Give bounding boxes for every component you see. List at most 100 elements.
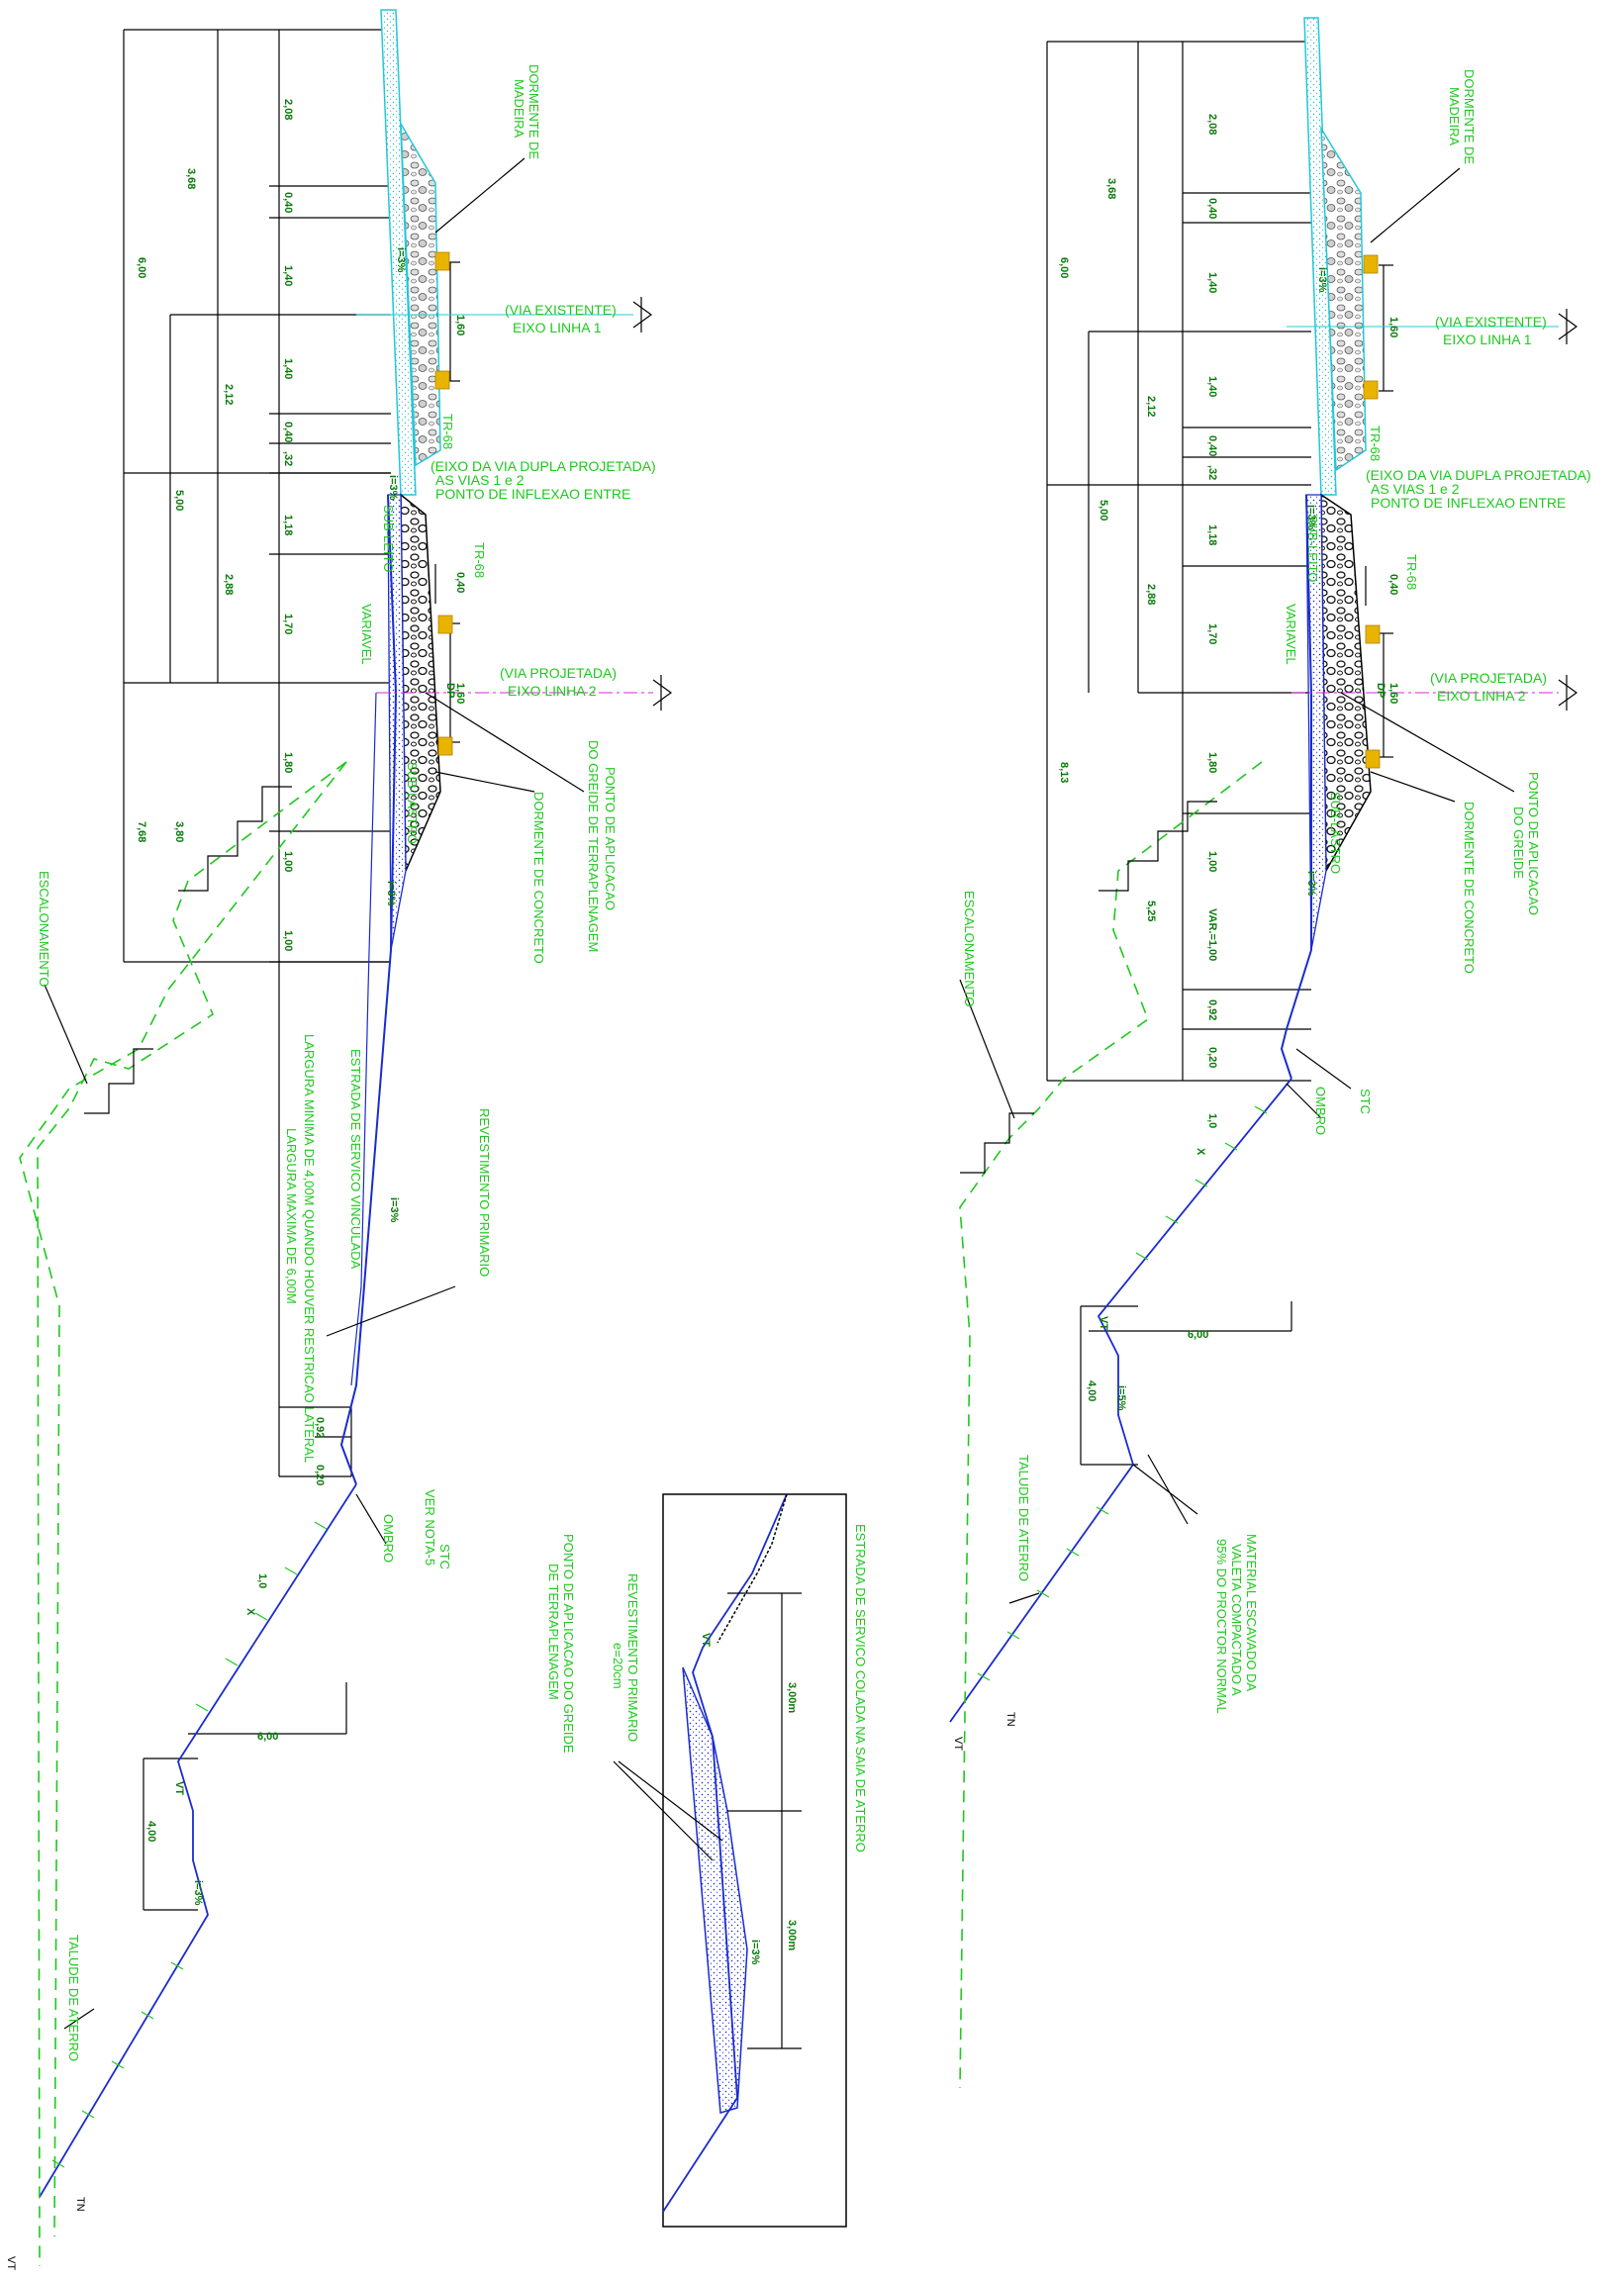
detail-ponto-1: PONTO DE APLICACAO DO GREIDE [561, 1534, 576, 1754]
left-rails [434, 251, 453, 756]
left-slope-1: i=3% [395, 247, 407, 273]
dim-right-6-00b: 6,00 [1188, 1329, 1208, 1341]
detail-box: ESTRADA DE SERVICO COLADA NA SAIA DE ATE… [546, 1493, 868, 2228]
left-escalonamento: ESCALONAMENTO [37, 871, 51, 988]
right-vias-1-2: AS VIAS 1 e 2 [1371, 481, 1460, 497]
left-slope-2: i=3% [387, 475, 399, 501]
left-ponto-aplic-1: PONTO DE APLICACAO [603, 767, 618, 910]
right-new-ballast [1280, 493, 1559, 1080]
left-axis-markers [632, 297, 673, 711]
left-vias-1-2: AS VIAS 1 e 2 [435, 472, 525, 488]
right-cross-section: 6,00 3,68 2,08 0,40 1,40 1,40 0,40 ,32 2… [949, 17, 1591, 2089]
left-taper-x: X [244, 1608, 256, 1616]
dim-right-2-88: 2,88 [1145, 584, 1157, 605]
dim-left-6-00b: 6,00 [257, 1731, 278, 1743]
dim-right-1-70: 1,70 [1206, 623, 1218, 644]
right-slope-2: i=3% [1305, 505, 1317, 530]
left-variavel: VARIAVEL [359, 604, 374, 665]
right-taper: 1,0 [1206, 1113, 1218, 1128]
right-tr68-a: TR-68 [1368, 426, 1383, 461]
right-leaders [959, 167, 1515, 1604]
dim-left-1-18: 1,18 [282, 515, 294, 535]
dim-left-0-20: 0,20 [314, 1465, 326, 1485]
dim-right-0-32: ,32 [1206, 465, 1218, 480]
right-via-projetada: (VIA PROJETADA) [1430, 670, 1547, 686]
dim-right-1-40a: 1,40 [1206, 272, 1218, 293]
left-dormente-madeira-1: DORMENTE DE [526, 64, 541, 159]
left-stc: STC [437, 1544, 452, 1569]
right-dormente-madeira-1: DORMENTE DE [1462, 69, 1477, 164]
left-vt2: VT [5, 2256, 17, 2270]
left-estrada: ESTRADA DE SERVICO VINCULADA [348, 1049, 363, 1270]
right-ponto-aplic-1: PONTO DE APLICACAO [1526, 772, 1541, 915]
left-ponto-inflexao: PONTO DE INFLEXAO ENTRE [435, 486, 630, 502]
left-taper: 1,0 [256, 1573, 268, 1588]
left-dormente-concreto: DORMENTE DE CONCRETO [531, 792, 546, 964]
right-vt2: VT [952, 1737, 964, 1751]
dim-left-4-00: 4,00 [145, 1821, 157, 1842]
left-sub-lastro: SUB-LASTRO [405, 762, 420, 844]
dim-right-0-40a: 0,40 [1206, 198, 1218, 219]
dim-left-1-40a: 1,40 [282, 265, 294, 286]
right-ponto-inflexao: PONTO DE INFLEXAO ENTRE [1371, 495, 1566, 511]
left-existing-embankment [356, 9, 633, 496]
dim-right-var: VAR.=1,00 [1206, 908, 1218, 961]
left-talude: TALUDE DE ATERRO [66, 1935, 81, 2061]
dim-right-4-00: 4,00 [1086, 1380, 1098, 1401]
detail-title: ESTRADA DE SERVICO COLADA NA SAIA DE ATE… [853, 1524, 868, 1852]
detail-slope: i=3% [749, 1940, 761, 1965]
right-existing-embankment [1287, 17, 1559, 496]
left-slope-4: i=3% [388, 1197, 400, 1223]
dim-left-1-60a: 1,60 [454, 315, 466, 335]
dim-left-3-68: 3,68 [185, 168, 197, 189]
detail-revest-2: e=20cm [611, 1643, 625, 1689]
dim-left-0-92: 0,92 [314, 1417, 326, 1438]
dim-right-1-60b: 1,60 [1387, 683, 1399, 704]
dim-right-2-08: 2,08 [1206, 114, 1218, 135]
dim-left-2-88: 2,88 [223, 574, 235, 595]
dim-left-0-40c: 0,40 [454, 572, 466, 593]
left-sub-leito: SUB-LEITO [381, 505, 396, 572]
dim-right-1-40b: 1,40 [1206, 376, 1218, 397]
dim-right-1-60a: 1,60 [1387, 317, 1399, 337]
dim-right-3-68: 3,68 [1105, 178, 1117, 199]
left-ver-nota: VER NOTA-5 [423, 1489, 437, 1566]
left-largura-2: LARGURA MAXIMA DE 6,00M [284, 1128, 299, 1304]
dim-left-3-80: 3,80 [173, 821, 185, 842]
left-slope-5: i=3% [192, 1880, 204, 1906]
dim-left-1-70: 1,70 [282, 614, 294, 634]
dim-right-1-18: 1,18 [1206, 524, 1218, 545]
right-dormente-madeira-2: MADEIRA [1447, 87, 1462, 146]
left-slope-3: i=3% [385, 881, 397, 906]
left-ponto-aplic-2: DO GREIDE DE TERRAPLENAGEM [586, 740, 601, 952]
right-steps [960, 801, 1217, 1174]
right-vt: VT [1098, 1316, 1109, 1330]
right-sub-leito: SUB-LEITO [1305, 515, 1320, 582]
dim-right-5-00: 5,00 [1098, 500, 1109, 521]
right-dormente-concreto: DORMENTE DE CONCRETO [1462, 802, 1477, 974]
dim-right-2-12: 2,12 [1145, 396, 1157, 417]
left-largura-1: LARGURA MINIMA DE 4,00M QUANDO HOUVER RE… [302, 1034, 317, 1463]
left-slope [39, 1483, 357, 2198]
dim-left-2-12: 2,12 [223, 384, 235, 405]
right-slope-4: i=5% [1115, 1385, 1127, 1411]
dim-right-0-92: 0,92 [1206, 999, 1218, 1020]
left-revestimento: REVESTIMENTO PRIMARIO [477, 1108, 492, 1277]
left-via-existente: (VIA EXISTENTE) [505, 302, 617, 318]
right-via-existente: (VIA EXISTENTE) [1435, 314, 1547, 330]
left-cross-section: 6,00 3,68 2,08 0,40 1,40 1,40 0,40 ,32 2… [5, 9, 673, 2270]
dim-right-5-25: 5,25 [1145, 901, 1157, 921]
left-natural-ground [19, 761, 347, 2267]
left-vt: VT [173, 1781, 185, 1795]
right-talude: TALUDE DE ATERRO [1016, 1455, 1031, 1581]
dim-left-1-80: 1,80 [282, 752, 294, 773]
left-eixo-linha-2: EIXO LINHA 2 [508, 683, 597, 699]
dim-left-7-68: 7,68 [136, 821, 147, 842]
left-eixo-dupla: (EIXO DA VIA DUPLA PROJETADA) [430, 458, 656, 474]
right-slope-3: i=3% [1305, 871, 1317, 897]
right-dp: DP [1375, 683, 1386, 698]
dim-left-5-00: 5,00 [173, 490, 185, 511]
dim-right-6-00: 6,00 [1058, 257, 1070, 278]
right-tn: TN [1004, 1712, 1016, 1727]
